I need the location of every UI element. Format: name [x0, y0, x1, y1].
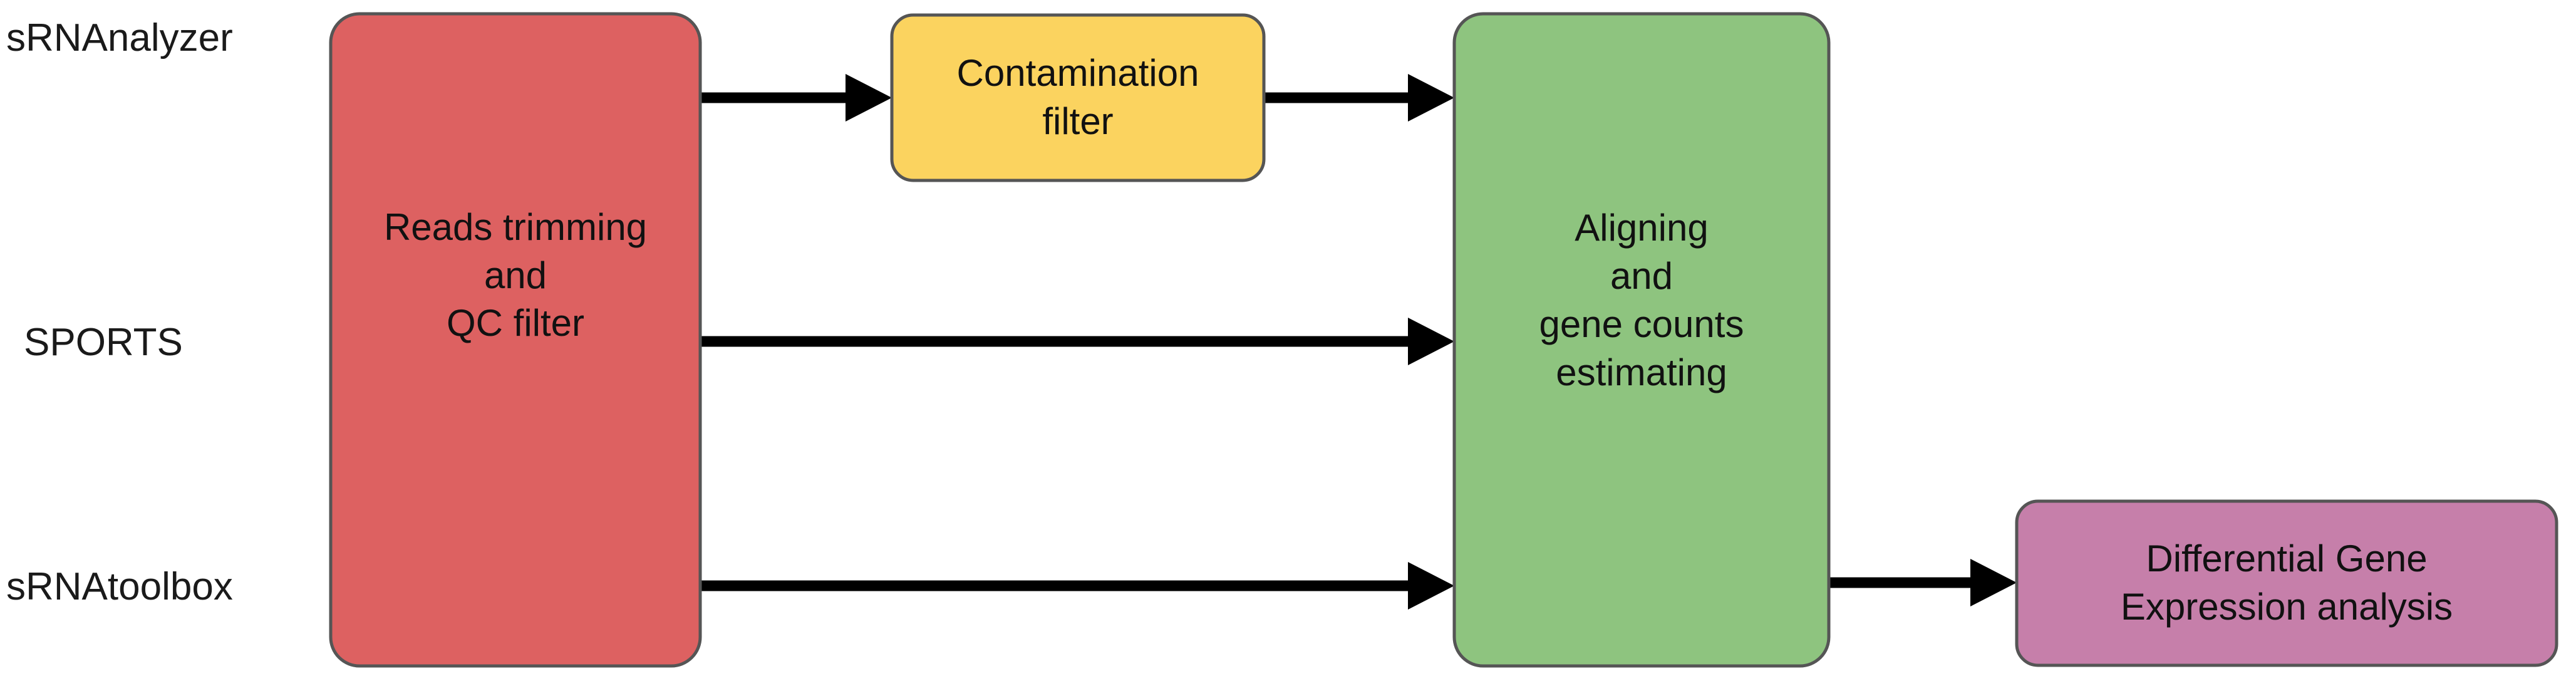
node-differential-expression[interactable]: [2015, 499, 2558, 667]
pipeline-label-srnatoolbox: sRNAtoolbox: [6, 565, 233, 608]
arrow-trimming-to-aligning-middle: [700, 318, 1454, 365]
pipeline-label-sports: SPORTS: [24, 321, 183, 364]
pipeline-label-srnanalyzer: sRNAnalyzer: [6, 16, 233, 60]
node-contamination-filter[interactable]: [890, 13, 1266, 182]
arrow-trimming-to-aligning-bottom: [700, 562, 1454, 610]
arrow-contamination-to-aligning: [1264, 74, 1454, 122]
arrow-trimming-to-contamination: [700, 74, 892, 122]
arrow-aligning-to-differential: [1829, 559, 2017, 606]
node-reads-trimming[interactable]: [329, 12, 702, 668]
node-aligning-gene-counts[interactable]: [1452, 12, 1831, 668]
